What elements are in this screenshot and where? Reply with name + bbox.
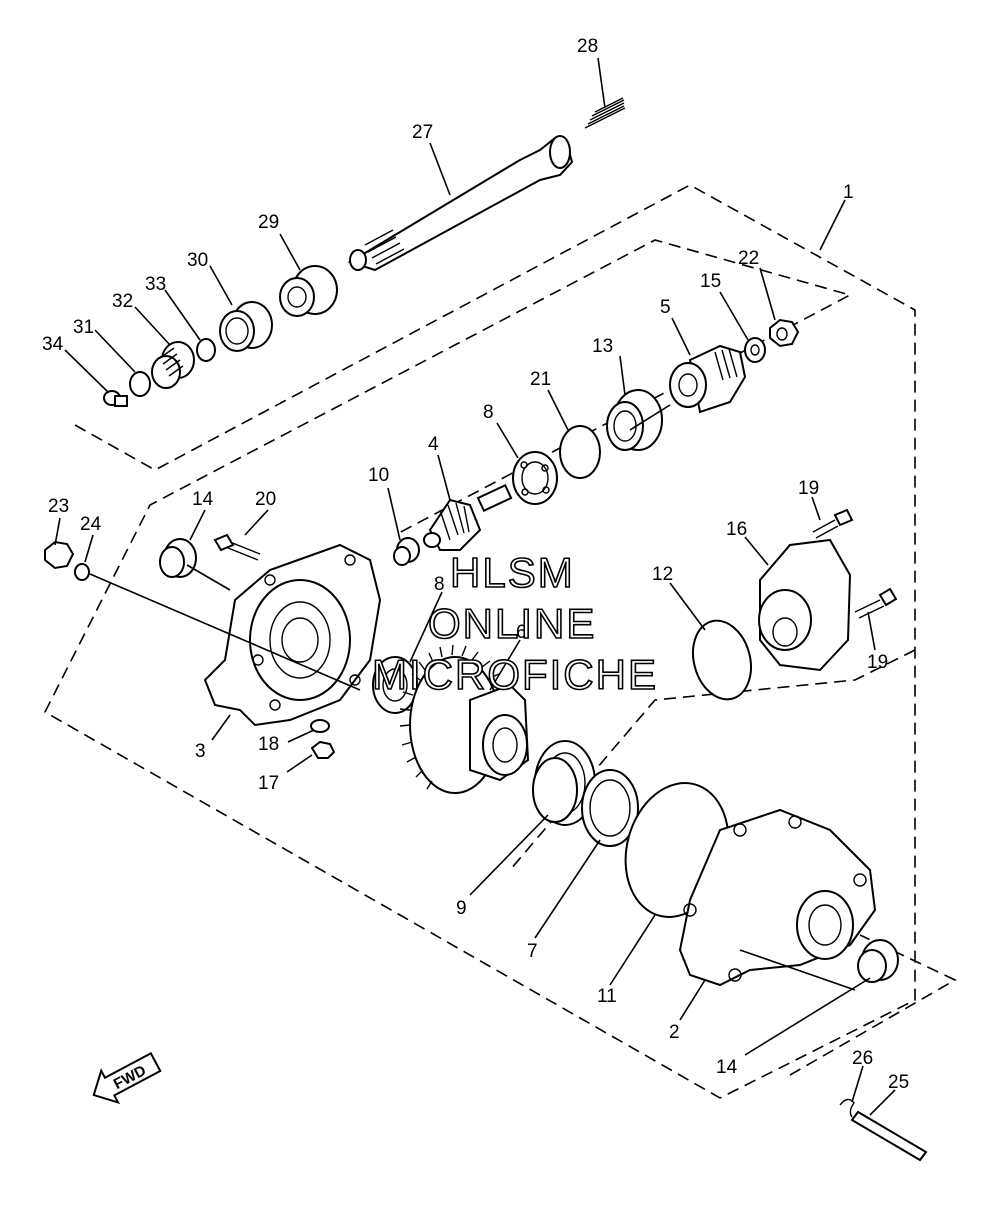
label-19-right: 19 [867,652,888,673]
oil-seal-14-left [159,538,197,578]
ring-21 [559,425,601,479]
label-11: 11 [597,986,617,1007]
washer-18 [310,719,330,733]
shim-7 [581,769,639,847]
coupling-gear-5 [669,344,747,414]
label-14-right: 14 [716,1057,738,1078]
label-7: 7 [527,941,538,962]
label-6: 6 [516,622,527,643]
spring-part [584,97,626,129]
label-15: 15 [700,271,721,292]
axis-line [739,949,856,991]
pin-25 [850,1110,928,1162]
label-31: 31 [73,317,94,338]
axis-line [89,573,361,691]
oil-seal-13 [606,389,663,451]
label-28: 28 [577,36,598,57]
drain-bolt-17 [310,740,336,759]
label-21: 21 [530,369,551,390]
bearing-29 [279,265,338,317]
label-26: 26 [852,1048,873,1069]
nut-22 [769,318,800,348]
label-9: 9 [456,898,467,919]
label-33: 33 [145,274,166,295]
label-25: 25 [888,1072,909,1093]
group-boundary-upper [43,184,916,1099]
axis-line [629,404,671,431]
label-27: 27 [412,122,433,143]
collar-30 [219,301,273,352]
bearing-8-upper [512,451,558,505]
ring-33 [196,338,216,362]
bearing-8-lower [372,656,418,714]
label-14-left: 14 [192,489,214,510]
label-22: 22 [738,248,759,269]
label-8-lower: 8 [434,574,445,595]
label-2: 2 [669,1022,680,1043]
label-1: 1 [843,182,854,203]
needle-bearing-32 [151,341,195,389]
gear-case-housing-2 [678,808,877,987]
label-4: 4 [428,434,439,455]
label-5: 5 [660,297,671,318]
label-30: 30 [187,250,208,271]
fwd-badge: FWD [92,1051,162,1105]
label-18: 18 [258,734,279,755]
label-17: 17 [258,773,279,794]
bolt-19-top [812,508,854,539]
label-34: 34 [42,334,64,355]
bushing-10 [393,537,420,566]
label-13: 13 [592,336,613,357]
plug-34 [103,390,128,407]
o-ring-12 [692,619,752,701]
label-32: 32 [112,291,133,312]
nut-23 [44,540,75,570]
part-labels: 28 27 1 22 15 5 13 21 8 4 10 20 14 23 24… [42,36,909,1093]
watermark: HLSM ONLINE MICROFICHE [371,548,658,699]
label-20: 20 [255,489,276,510]
bolt-20 [213,533,261,561]
bearing-9 [532,740,596,826]
label-3: 3 [195,741,206,762]
washer-15 [744,337,766,363]
label-10: 10 [368,465,389,486]
label-29: 29 [258,212,279,233]
group-boundary-lower [789,934,957,1076]
label-19-top: 19 [798,478,819,499]
circlip-31 [129,371,151,397]
label-23: 23 [48,496,69,517]
washer-24 [74,563,90,581]
pinion-gear-4 [423,483,513,551]
label-16: 16 [726,519,747,540]
label-24: 24 [80,514,102,535]
oil-seal-14-right [857,939,899,983]
watermark-line-2: ONLINE [428,600,596,647]
leader-lines [54,57,896,1116]
drive-shaft [347,135,574,272]
ring-gear-6 [399,644,530,794]
watermark-line-3: MICROFICHE [372,651,658,698]
bolt-19-right [854,587,898,619]
cover-16 [758,538,852,672]
watermark-line-1: HLSM [450,549,575,596]
label-8-upper: 8 [483,402,494,423]
cotter-pin-26 [839,1098,855,1118]
axis-line [186,564,231,591]
label-12: 12 [652,564,673,585]
